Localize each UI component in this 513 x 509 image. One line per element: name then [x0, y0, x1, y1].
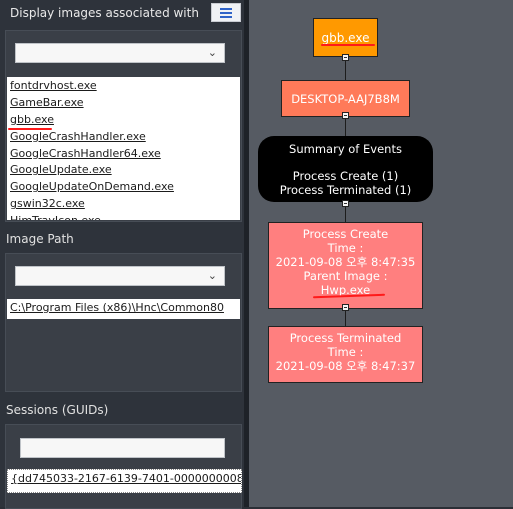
summary-create-count: Process Create (1)	[292, 169, 399, 183]
terminated-title: Process Terminated	[289, 331, 402, 345]
collapse-toggle[interactable]	[342, 54, 349, 61]
create-time-label: Time :	[327, 241, 364, 255]
process-node[interactable]: gbb.exe	[313, 18, 378, 57]
image-list-item[interactable]: GameBar.exe	[10, 95, 84, 109]
host-node-label: DESKTOP-AAJ7B8M	[291, 92, 400, 106]
sessions-panel	[5, 424, 242, 509]
sessions-list[interactable]: {dd745033-2167-6139-7401-0000000008	[7, 469, 242, 493]
image-list-item[interactable]: fontdrvhost.exe	[10, 79, 97, 92]
image-list-item[interactable]: GoogleCrashHandler64.exe	[10, 146, 161, 160]
collapse-toggle[interactable]	[342, 200, 349, 207]
image-list-item[interactable]: GoogleUpdate.exe	[10, 163, 112, 177]
process-terminated-node[interactable]: Process Terminated Time : 2021-09-08 오후 …	[268, 326, 423, 383]
summary-title: Summary of Events	[289, 142, 402, 156]
image-path-item[interactable]: C:\Program Files (x86)\Hnc\Common80	[10, 301, 224, 314]
process-node-label: gbb.exe	[321, 31, 370, 45]
sessions-search-input[interactable]	[20, 438, 225, 458]
image-path-list[interactable]: C:\Program Files (x86)\Hnc\Common80	[7, 299, 240, 319]
collapse-toggle[interactable]	[342, 112, 349, 119]
image-list-item[interactable]: gswin32c.exe	[10, 197, 85, 211]
list-icon	[220, 8, 232, 10]
create-parent-label: Parent Image :	[303, 269, 388, 283]
splitter[interactable]	[244, 0, 249, 507]
annotation-underline	[8, 128, 52, 130]
chevron-down-icon: ⌄	[207, 269, 217, 282]
image-list-item[interactable]: GoogleCrashHandler.exe	[10, 129, 146, 143]
edge	[345, 57, 346, 83]
edge	[345, 202, 346, 223]
display-images-label: Display images associated with	[10, 6, 199, 20]
terminated-time-value: 2021-09-08 오후 8:47:37	[275, 359, 416, 373]
summary-node[interactable]: Summary of Events Process Create (1) Pro…	[258, 136, 433, 202]
session-item[interactable]: {dd745033-2167-6139-7401-0000000008	[11, 472, 242, 485]
create-parent-value: Hwp.exe	[320, 283, 371, 297]
summary-terminated-count: Process Terminated (1)	[279, 183, 412, 197]
image-list-item[interactable]: gbb.exe	[10, 112, 54, 126]
sessions-label: Sessions (GUIDs)	[6, 403, 109, 417]
chevron-down-icon: ⌄	[207, 46, 217, 59]
create-title: Process Create	[302, 227, 389, 241]
images-filter-dropdown[interactable]: ⌄	[15, 43, 225, 63]
collapse-toggle[interactable]	[342, 304, 349, 311]
image-path-label: Image Path	[6, 232, 74, 246]
host-node[interactable]: DESKTOP-AAJ7B8M	[281, 80, 410, 117]
annotation-underline	[321, 44, 375, 46]
edge	[345, 308, 346, 327]
create-time-value: 2021-09-08 오후 8:47:35	[275, 255, 416, 269]
image-path-dropdown[interactable]: ⌄	[15, 266, 225, 286]
terminated-time-label: Time :	[327, 345, 364, 359]
edge	[345, 116, 346, 136]
list-view-button[interactable]	[211, 3, 241, 22]
left-panel: Display images associated with ⌄ fontdrv…	[0, 0, 244, 509]
image-list-item[interactable]: GoogleUpdateOnDemand.exe	[10, 180, 174, 194]
image-list-item[interactable]: HimTrayIcon.exe	[7, 212, 240, 220]
